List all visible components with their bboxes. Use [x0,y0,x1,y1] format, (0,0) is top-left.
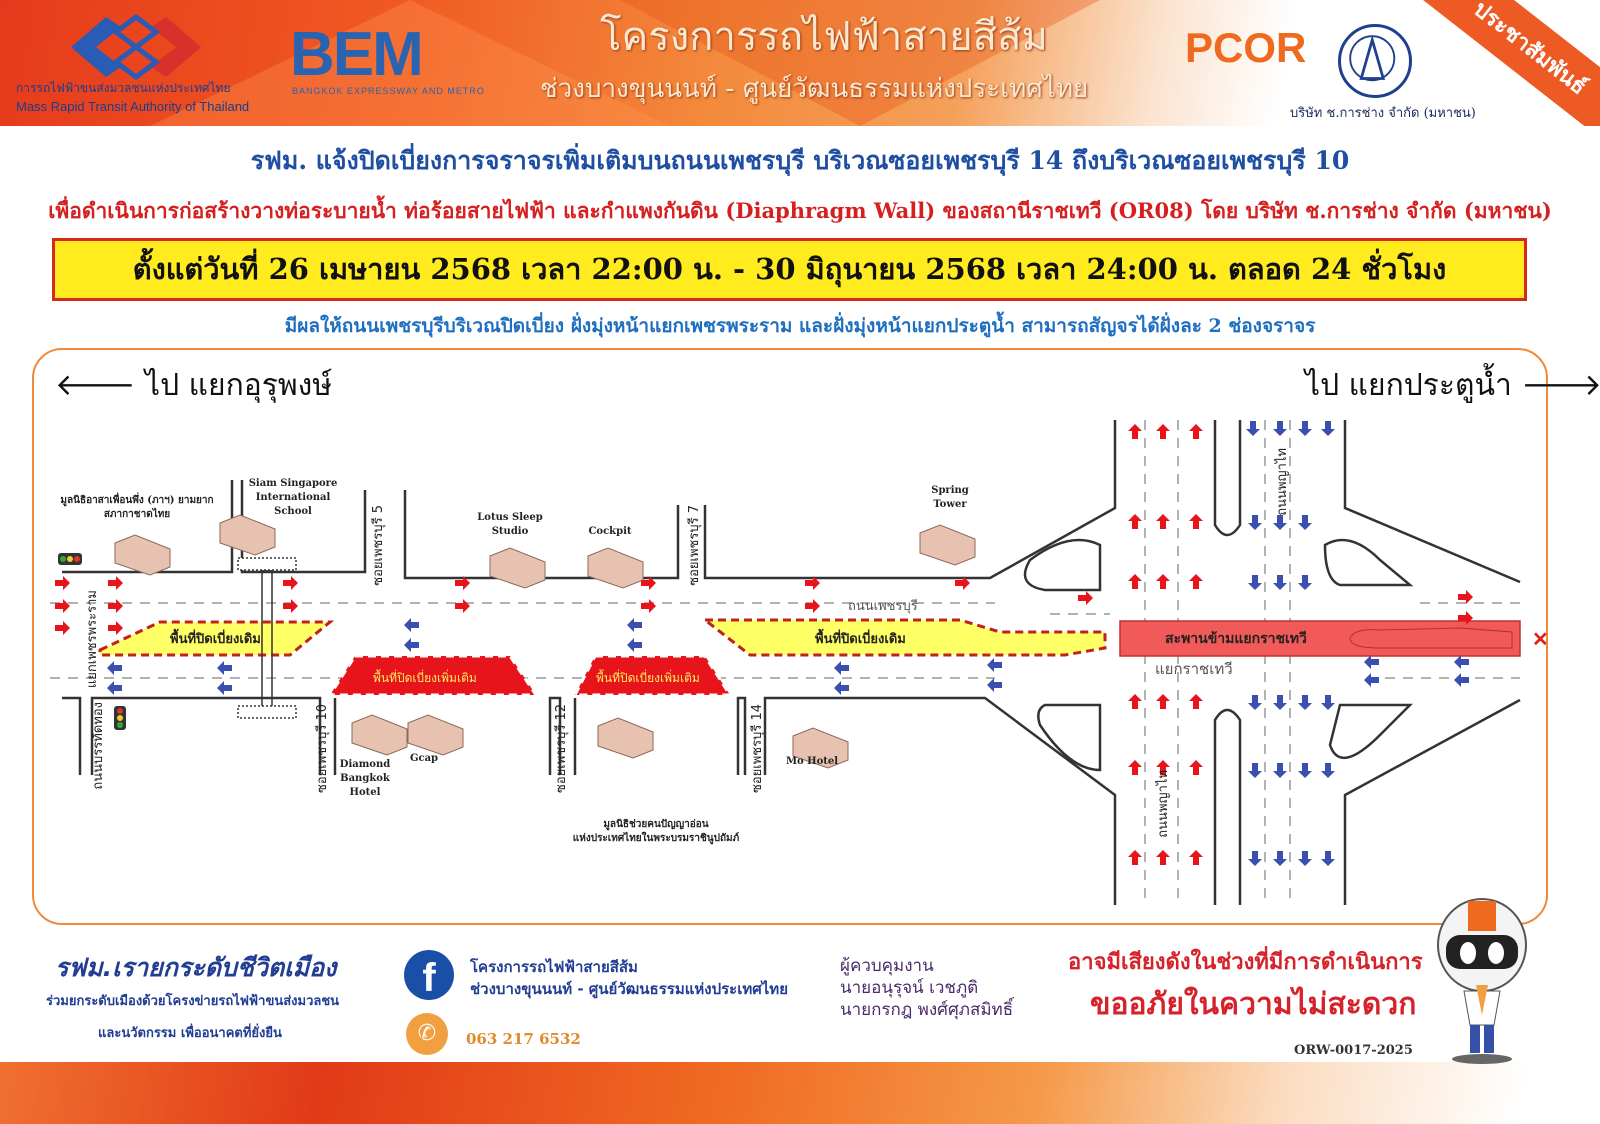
notice-title-row: รฟม. แจ้งปิดเบี่ยงการจราจรเพิ่มเติมบนถนน… [0,144,1600,178]
supervisors: ผู้ควบคุมงานนายอนุรุจน์ เวชภูตินายกรกฎ พ… [840,956,1014,1020]
noise-warning: อาจมีเสียงดังในช่วงที่มีการดำเนินการ [1068,950,1423,975]
mrta-logo [71,13,201,81]
notice-purpose-row: เพื่อดำเนินการก่อสร้างวางท่อระบายน้ำ ท่อ… [0,196,1600,226]
bem-subtitle: BANGKOK EXPRESSWAY AND METRO [292,86,485,96]
traffic-effect: มีผลให้ถนนเพชรบุรีบริเวณปิดเบี่ยง ฝั่งมุ… [284,315,1316,337]
mrta-name-thai: การรถไฟฟ้าขนส่งมวลชนแห่งประเทศไทย [16,81,231,95]
slogan: รฟม.เรายกระดับชีวิตเมือง [55,953,337,982]
closure-period-box: ตั้งแต่วันที่ 26 เมษายน 2568 เวลา 22:00 … [52,238,1527,301]
phone-number[interactable]: 063 217 6532 [466,1030,581,1048]
direction-east: ไป แยกประตูน้ำ 🡒 [1305,362,1600,409]
place-cockpit: Cockpit [588,526,632,537]
pcor-logo: PCOR [1185,24,1307,71]
slogan-line-1: ร่วมยกระดับเมืองด้วยโครงข่ายรถไฟฟ้าขนส่ง… [46,994,340,1009]
arrow-right-icon: 🡒 [1511,368,1600,403]
mascot-icon [1437,898,1527,1064]
mrta-name-english: Mass Rapid Transit Authority of Thailand [16,99,250,114]
facebook-page[interactable]: โครงการรถไฟฟ้าสายสีส้มช่วงบางขุนนนท์ - ศ… [470,958,788,998]
traffic-map-frame [32,348,1548,925]
facebook-icon[interactable]: f [404,950,454,1000]
road-label-petchphraram: แยกเพชรพระราม [85,590,100,689]
road-label-soi12: ซอยเพชรบุรี 12 [554,704,569,793]
document-code: ORW-0017-2025 [1294,1043,1413,1058]
apology: ขออภัยในความไม่สะดวก [1090,987,1417,1022]
closure-period: ตั้งแต่วันที่ 26 เมษายน 2568 เวลา 22:00 … [132,252,1447,286]
phone-icon: ✆ [406,1013,448,1055]
place-gcap: Gcap [409,753,439,764]
road-label-soi7: ซอยเพชรบุรี 7 [687,505,702,586]
road-label-phayathai-north: ถนนพญาไท [1275,448,1290,516]
arrow-left-icon: 🡐 [55,368,145,403]
road-label-soi14: ซอยเพชรบุรี 14 [750,704,765,793]
direction-west-label: ไป แยกอุรุพงษ์ [145,368,333,403]
direction-west: 🡐 ไป แยกอุรุพงษ์ [55,362,332,409]
bem-logo: BEM [290,20,424,89]
slogan-line-2: และนวัตกรรม เพื่ออนาคตที่ยั่งยืน [98,1026,282,1041]
ch-karnchang-seal-icon [1338,24,1412,98]
traffic-effect-row: มีผลให้ถนนเพชรบุรีบริเวณปิดเบี่ยง ฝั่งมุ… [0,313,1600,339]
project-subtitle: ช่วงบางขุนนนท์ - ศูนย์วัฒนธรรมแห่งประเทศ… [540,74,1089,104]
road-label-soi10: ซอยเพชรบุรี 10 [315,704,330,793]
direction-east-label: ไป แยกประตูน้ำ [1305,368,1512,403]
road-label-borraphat: ถนนบรรทัดทอง [91,702,106,790]
place-foundation-2: มูลนิธิช่วยคนปัญญาอ่อนแห่งประเทศไทยในพระ… [572,819,740,844]
notice-purpose: เพื่อดำเนินการก่อสร้างวางท่อระบายน้ำ ท่อ… [48,198,1552,223]
project-title: โครงการรถไฟฟ้าสายสีส้ม [600,14,1048,60]
header-banner: การรถไฟฟ้าขนส่งมวลชนแห่งประเทศไทย Mass R… [0,0,1600,126]
contractor-name: บริษัท ช.การช่าง จำกัด (มหาชน) [1290,106,1476,121]
road-label-soi5: ซอยเพชรบุรี 5 [371,505,386,586]
road-label-phayathai-south: ถนนพญาไท [1156,770,1171,838]
notice-title: รฟม. แจ้งปิดเบี่ยงการจราจรเพิ่มเติมบนถนน… [250,146,1350,175]
footer-band [0,1062,1600,1124]
place-mo-hotel: Mo Hotel [785,756,839,767]
place-foundation: มูลนิธิอาสาเพื่อนพึ่ง (ภาฯ) ยามยาก สภากา… [60,495,214,520]
